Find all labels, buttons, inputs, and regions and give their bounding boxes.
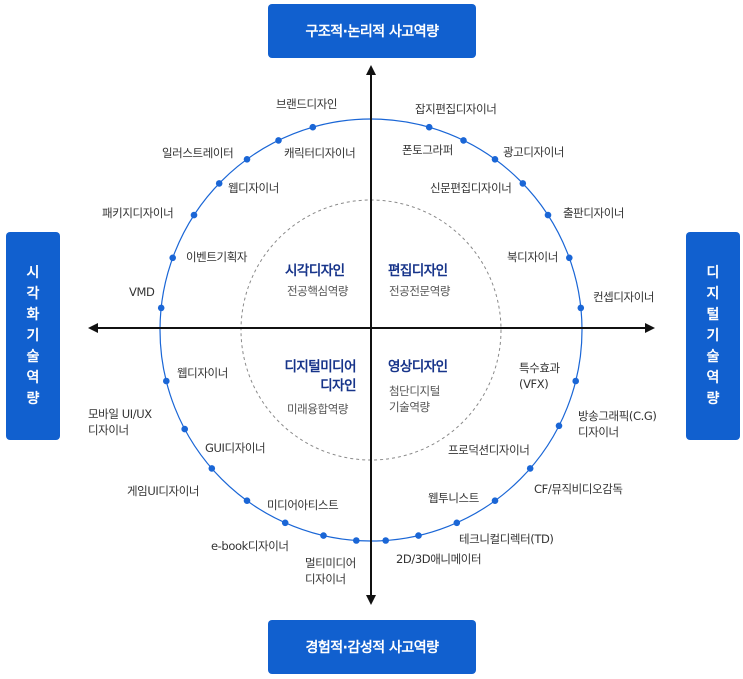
quadrant-subtitle-video-design-line2: 기술역량 <box>389 400 430 414</box>
quadrant-title-video-design: 영상디자인 <box>388 359 448 375</box>
job-label: 테크니컬디렉터(TD) <box>459 532 554 546</box>
job-label: 2D/3D애니메이터 <box>396 552 482 566</box>
job-label: e-book디자이너 <box>211 539 289 553</box>
job-label: 캐릭터디자이너 <box>284 146 356 160</box>
job-dot <box>281 519 289 527</box>
job-dot <box>208 465 216 472</box>
job-label: 게임UI디자이너 <box>127 484 200 498</box>
right-axis-char: 기 <box>706 327 720 344</box>
job-label: 컨셉디자이너 <box>593 290 655 304</box>
job-label: GUI디자이너 <box>205 441 266 455</box>
job-label: 특수효과 <box>519 361 560 375</box>
left-axis-char: 기 <box>26 327 40 344</box>
job-label: 웹디자이너 <box>228 181 279 195</box>
right-axis-char: 술 <box>706 348 720 365</box>
left-axis-char: 역 <box>26 369 40 386</box>
job-dot <box>309 123 317 131</box>
job-dot <box>320 532 327 539</box>
job-label: 미디어아티스트 <box>267 498 339 512</box>
job-label: 디자이너 <box>578 425 619 439</box>
job-label: 브랜드디자인 <box>276 97 338 111</box>
job-dot <box>491 497 499 505</box>
job-label: 출판디자이너 <box>563 206 625 220</box>
right-axis-label: 디 지 털 기 술 역 량 <box>707 263 720 410</box>
job-dot <box>555 422 563 430</box>
quadrant-subtitle-video-design-line1: 첨단디지털 <box>389 384 440 398</box>
bottom-axis-label: 경험적·감성적 사고역량 <box>305 640 440 656</box>
job-label: 프로덕션디자이너 <box>448 443 530 457</box>
left-axis-label: 시 각 화 기 술 역 량 <box>27 263 40 410</box>
job-dot <box>519 180 527 187</box>
right-axis-char: 털 <box>706 306 720 323</box>
job-label: VMD <box>129 285 155 299</box>
job-dots <box>157 123 585 544</box>
job-dot <box>169 254 176 262</box>
left-axis-char: 술 <box>26 348 40 365</box>
quadrant-subtitle-visual-design: 전공핵심역량 <box>287 284 349 298</box>
job-dot <box>491 156 499 163</box>
job-label: 이벤트기획자 <box>186 250 248 264</box>
job-label: 멀티미디어 <box>305 556 356 570</box>
job-dot <box>577 304 585 312</box>
job-label: 패키지디자이너 <box>102 206 174 220</box>
quadrant-title-visual-design: 시각디자인 <box>285 263 345 279</box>
quadrant-title-digital-media-design-line2: 디자인 <box>320 378 356 394</box>
right-axis-char: 량 <box>706 390 720 407</box>
top-axis-box: 구조적·논리적 사고역량 <box>268 4 476 58</box>
quadrant-title-digital-media-design-line1: 디지털미디어 <box>284 359 356 375</box>
quadrant-subtitle-digital-media-design: 미래융합역량 <box>287 402 349 416</box>
job-dot <box>453 519 461 527</box>
job-label: 방송그래픽(C.G) <box>578 409 657 423</box>
job-dot <box>425 123 433 131</box>
job-label: 디자이너 <box>88 423 129 437</box>
job-dot <box>181 425 188 433</box>
left-axis-char: 각 <box>26 285 40 302</box>
top-axis-label: 구조적·논리적 사고역량 <box>305 24 440 40</box>
job-label: 디자이너 <box>305 572 346 586</box>
job-label: 광고디자이너 <box>503 145 565 159</box>
job-label: 일러스트레이터 <box>162 146 234 160</box>
job-dot <box>526 465 534 472</box>
left-axis-char: 시 <box>26 264 40 281</box>
job-dot <box>382 537 390 544</box>
left-axis-char: 화 <box>26 306 40 323</box>
job-dot <box>215 180 223 187</box>
job-dot <box>353 537 360 544</box>
right-axis-char: 디 <box>706 264 720 281</box>
job-label: (VFX) <box>519 377 549 391</box>
right-axis-box: 디 지 털 기 술 역 량 <box>686 232 740 440</box>
job-dot <box>190 211 198 219</box>
job-dot <box>243 497 251 505</box>
job-label: 웹디자이너 <box>177 366 228 380</box>
left-axis-char: 량 <box>26 390 40 407</box>
right-axis-char: 역 <box>706 369 720 386</box>
job-label: CF/뮤직비디오감독 <box>534 482 623 496</box>
job-dot <box>275 137 282 144</box>
bottom-axis-box: 경험적·감성적 사고역량 <box>268 620 476 674</box>
job-dot <box>460 137 467 144</box>
job-dot <box>566 254 573 262</box>
quadrant-subtitle-editorial-design: 전공전문역량 <box>389 284 451 298</box>
job-label: 모바일 UI/UX <box>88 407 152 421</box>
left-axis-box: 시 각 화 기 술 역 량 <box>6 232 60 440</box>
job-dot <box>544 211 552 219</box>
job-label: 웹투니스트 <box>428 491 479 505</box>
job-dot <box>415 532 422 539</box>
quadrant-title-editorial-design: 편집디자인 <box>388 263 448 279</box>
job-dot <box>243 156 251 163</box>
job-dot <box>163 377 170 385</box>
job-label: 폰토그라퍼 <box>402 143 453 157</box>
job-label: 북디자이너 <box>507 250 558 264</box>
right-axis-char: 지 <box>706 285 720 302</box>
job-dot <box>572 377 579 385</box>
job-label: 잡지편집디자이너 <box>415 102 497 116</box>
job-dot <box>157 304 165 312</box>
job-label: 신문편집디자이너 <box>430 181 512 195</box>
